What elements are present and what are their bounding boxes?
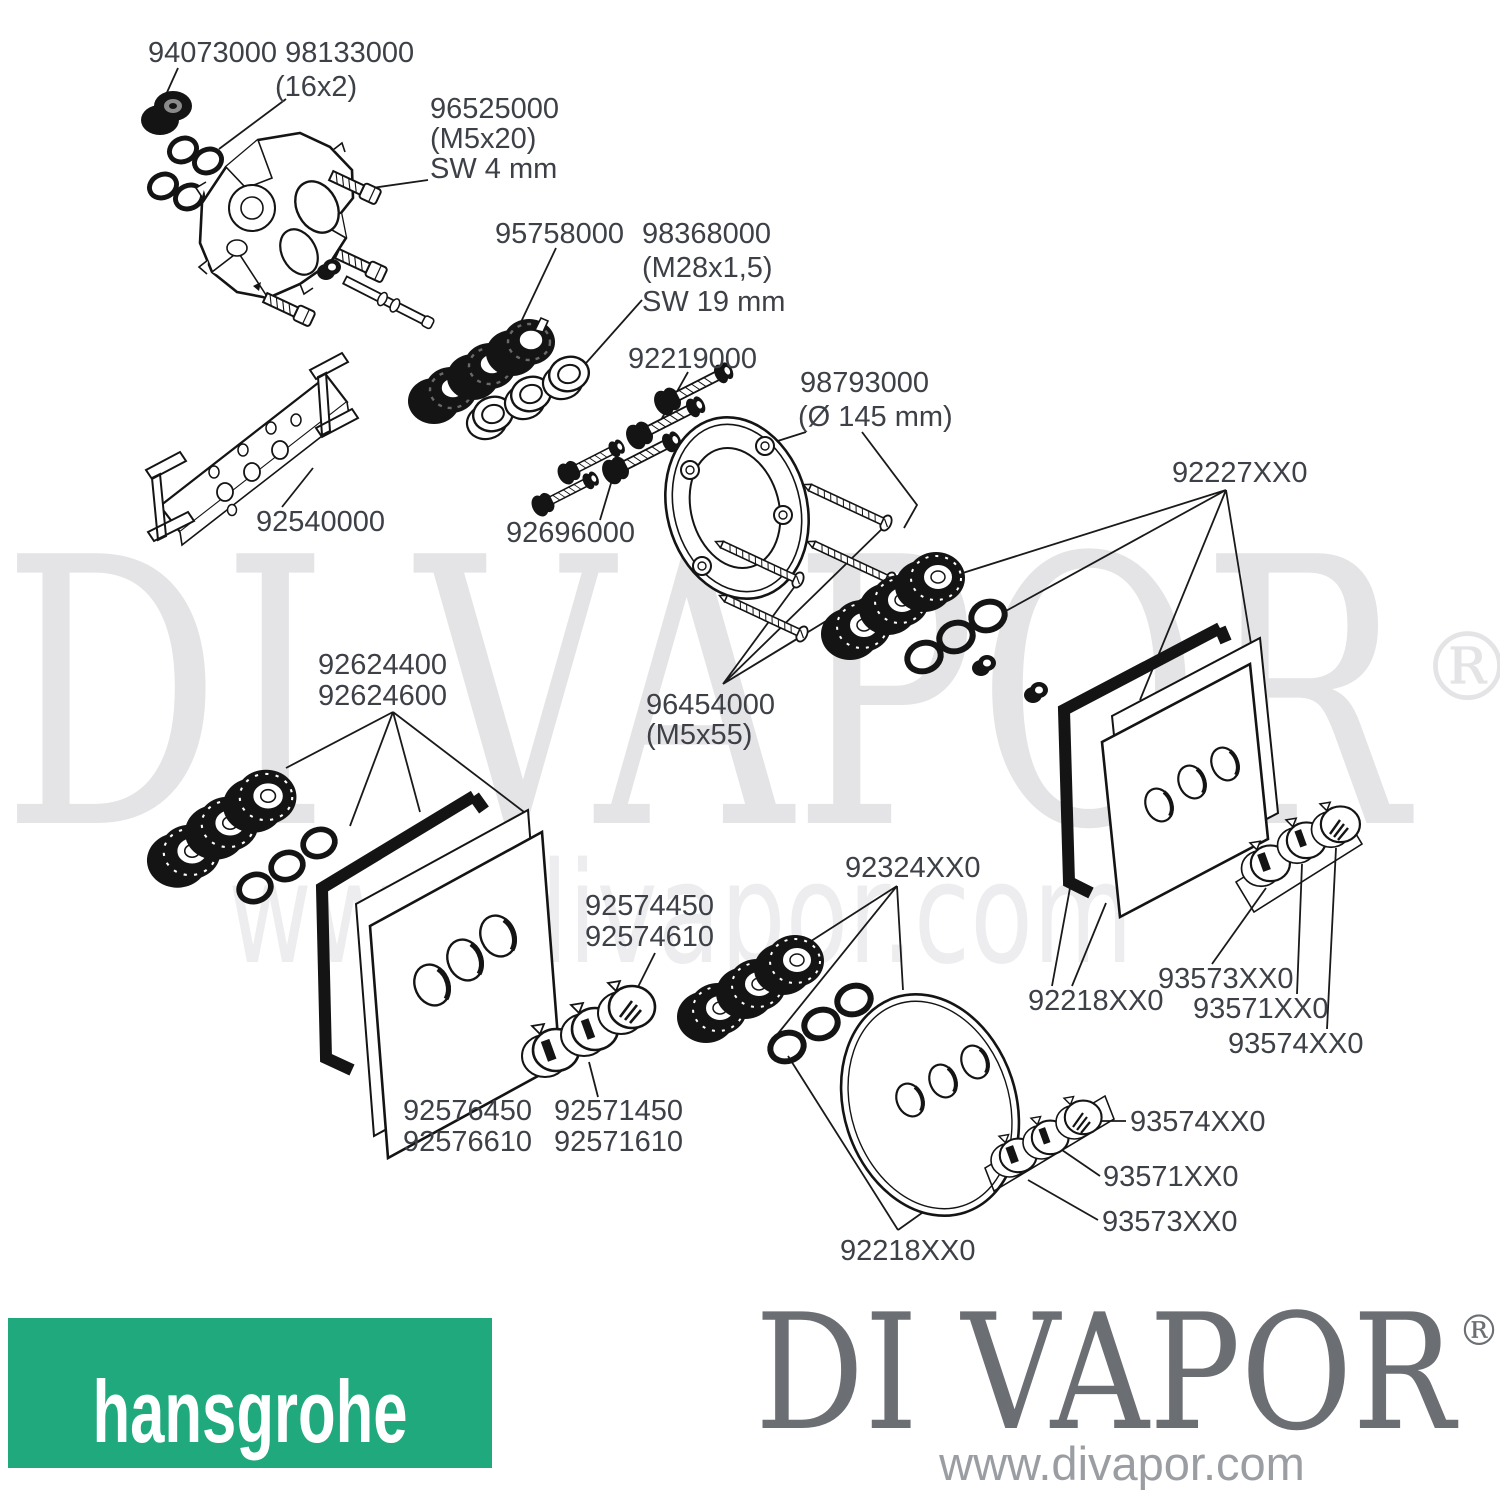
part-label-knob-left-mid-a: 92571450 [554, 1095, 683, 1127]
escutcheon-holes [895, 1044, 990, 1118]
part-label-screw-m5x20-sw: SW 4 mm [430, 153, 557, 185]
part-label-knob-right-3: 93574XX0 [1228, 1028, 1363, 1060]
screw-bosses [680, 436, 793, 576]
part-label-knob-left-right-b: 92574610 [585, 921, 714, 953]
knurled-nut [141, 91, 192, 135]
part-label-nut-seals: 94073000 98133000 [148, 37, 414, 69]
spindle-shaft [341, 275, 435, 330]
part-label-knob-right-2: 93571XX0 [1193, 993, 1328, 1025]
part-label-wall-bracket: 92540000 [256, 506, 385, 538]
seal-gasket-right [1057, 622, 1232, 899]
part-label-round-plate-size: (Ø 145 mm) [798, 401, 953, 433]
plate-holes-right [1144, 746, 1240, 823]
divapor-logo-text: DI VAPOR [755, 1279, 1459, 1466]
part-label-lock-rings-right: 92227XX0 [1172, 457, 1307, 489]
plate-holes-left [413, 914, 517, 1007]
left-square-assembly [145, 768, 657, 1161]
part-label-nut-seals-qty: (16x2) [275, 71, 357, 103]
part-label-screws-m5x55-size: (M5x55) [646, 719, 752, 751]
part-label-seal-set-bottom: 92218XX0 [840, 1235, 975, 1267]
part-label-knob-left-left-b: 92576610 [403, 1126, 532, 1158]
round-mounting-plate [664, 416, 810, 600]
part-label-seal-set-right: 92218XX0 [1028, 985, 1163, 1017]
footer: hansgrohe DI VAPOR ® www.divapor.com [8, 1279, 1500, 1490]
part-label-plate-left-a: 92624400 [318, 649, 447, 681]
concealed-valve-body-group [141, 91, 435, 330]
part-label-stop-ring-size: (M28x1,5) [642, 252, 773, 284]
part-label-knob-bottom-3: 93574XX0 [1130, 1106, 1265, 1138]
spray-icon [1072, 1112, 1091, 1134]
wall-bracket [144, 351, 360, 547]
knobs-bottom [989, 1095, 1103, 1179]
part-label-knob-bottom-2: 93571XX0 [1103, 1161, 1238, 1193]
part-label-stop-ring-sw: SW 19 mm [642, 286, 785, 318]
part-label-screw-m5x20: 96525000 [430, 93, 559, 125]
bottom-round-assembly [676, 934, 1115, 1218]
seal-gasket-left [315, 790, 489, 1076]
part-label-bolt-set-2: 92696000 [506, 517, 635, 549]
part-labels: 94073000 98133000 (16x2) 96525000 (M5x20… [148, 37, 1363, 1267]
hansgrohe-logo-box [8, 1318, 492, 1468]
part-label-bolt-set: 92219000 [628, 343, 757, 375]
part-label-knob-left-left-a: 92576450 [403, 1095, 532, 1127]
knobs-left [520, 979, 657, 1079]
spray-icon [1329, 819, 1349, 841]
part-label-knob-right-1: 93573XX0 [1158, 963, 1293, 995]
part-label-plate-left-b: 92624600 [318, 680, 447, 712]
part-label-screw-m5x20-size: (M5x20) [430, 123, 536, 155]
part-label-cartridge: 95758000 [495, 218, 624, 250]
part-label-round-plate: 98793000 [800, 367, 929, 399]
knobs-right [1240, 801, 1362, 888]
watermark-registered-icon: ® [1420, 613, 1500, 723]
hansgrohe-logo-text: hansgrohe [93, 1362, 408, 1461]
part-label-knob-left-right-a: 92574450 [585, 890, 714, 922]
part-label-plate-round-bottom: 92324XX0 [845, 852, 980, 884]
part-label-stop-ring: 98368000 [642, 218, 771, 250]
part-label-knob-left-mid-b: 92571610 [554, 1126, 683, 1158]
valve-body [194, 131, 355, 300]
spray-icon [618, 1000, 642, 1024]
part-label-knob-bottom-1: 93573XX0 [1102, 1206, 1237, 1238]
part-label-screws-m5x55: 96454000 [646, 689, 775, 721]
divapor-registered-icon: ® [1458, 1306, 1500, 1355]
right-square-assembly [820, 551, 1364, 920]
divapor-url-text: www.divapor.com [938, 1437, 1305, 1490]
